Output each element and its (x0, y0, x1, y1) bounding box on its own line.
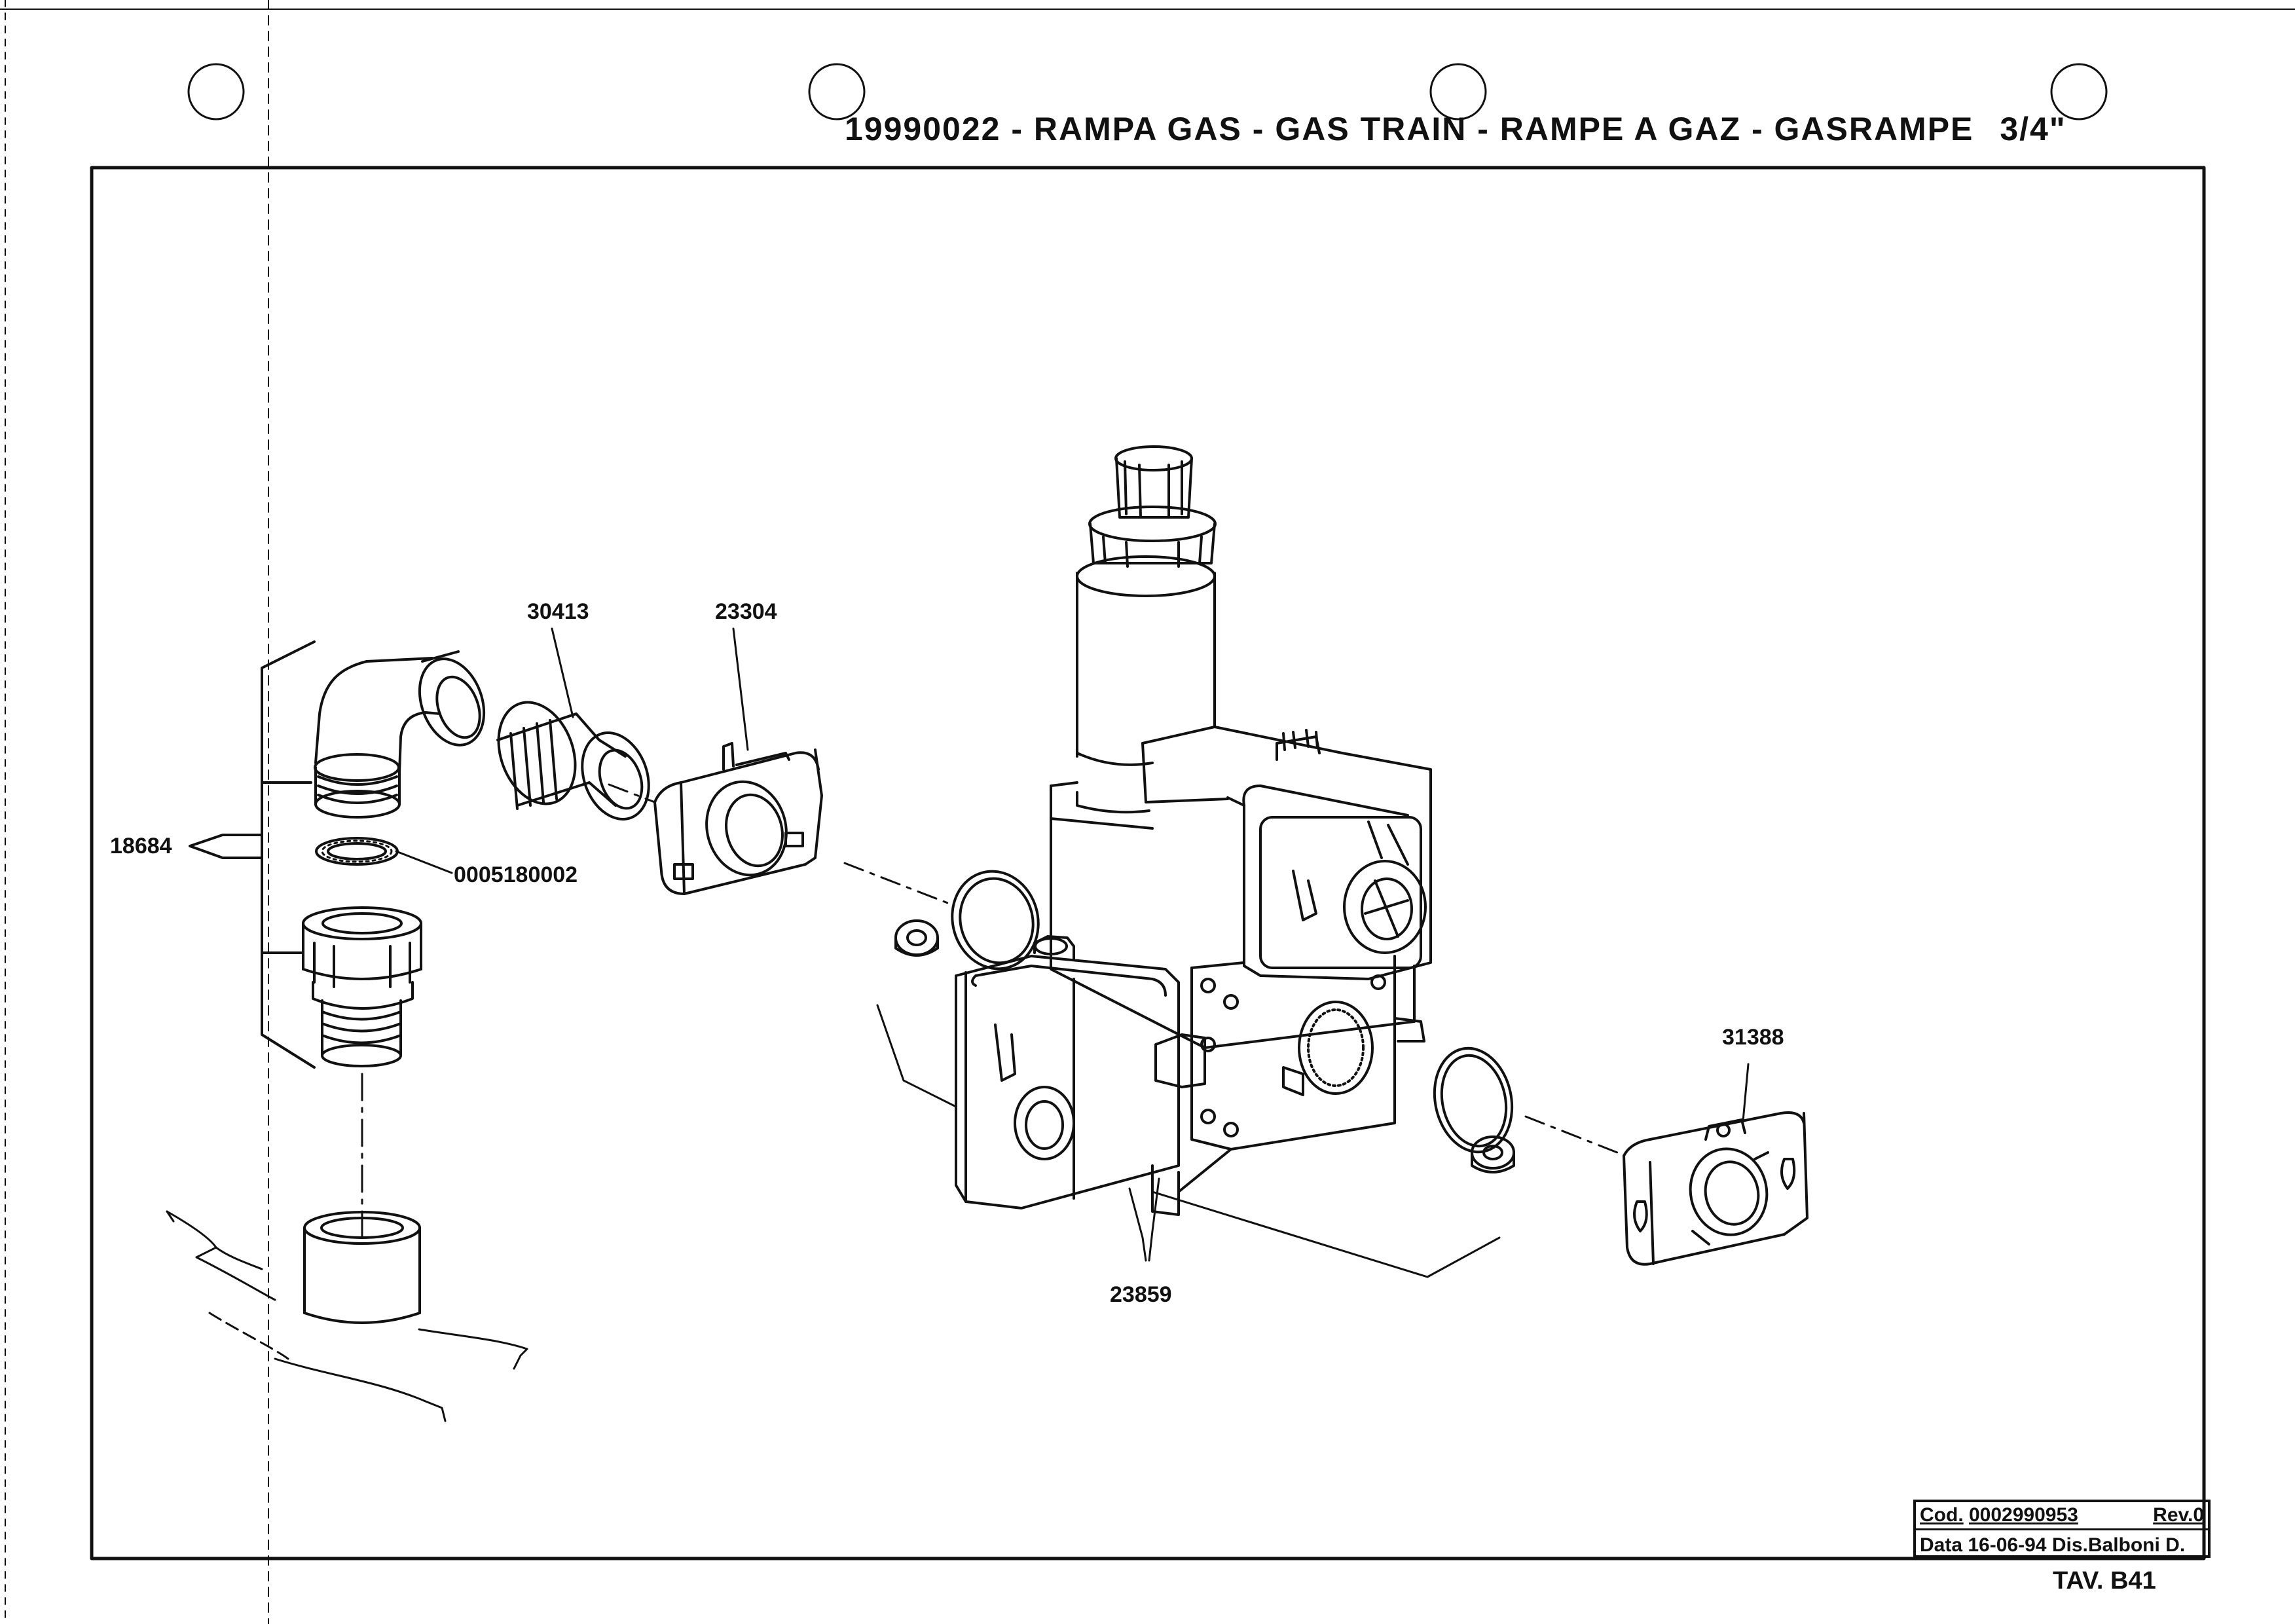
part-label-23859: 23859 (1110, 1282, 1172, 1307)
nipple-30413 (496, 701, 650, 821)
elbow-fitting (314, 650, 486, 819)
designer-name: Balboni D. (2087, 1534, 2186, 1556)
part-labels: 30413 23304 18684 0005180002 31388 23859 (110, 599, 1784, 1307)
valve-leaders (876, 1004, 1501, 1278)
flange-23304 (653, 742, 823, 895)
flange-31388 (1623, 1111, 1808, 1266)
title-block-date-row: Data 16-06-94 Dis. Balboni D. (1916, 1531, 2208, 1559)
o-ring-left (951, 870, 1040, 970)
drawing-frame (90, 166, 2206, 1560)
binder-hole-3 (1429, 63, 1487, 120)
nut-right (1471, 1135, 1515, 1173)
seal-0005180002 (315, 837, 399, 866)
drawing-date: 16-06-94 (1968, 1534, 2047, 1556)
code-label: Cod. (1920, 1504, 1964, 1526)
part-label-23304: 23304 (715, 599, 777, 624)
part-leaders (395, 627, 1750, 1122)
title-block: Cod. 0002990953 Rev.0 Data 16-06-94 Dis.… (1913, 1500, 2211, 1558)
title-block-code-row: Cod. 0002990953 Rev.0 (1916, 1502, 2208, 1530)
drawing-title-text: 19990022 - RAMPA GAS - GAS TRAIN - RAMPE… (845, 111, 1974, 147)
designer-label: Dis. (2051, 1534, 2088, 1556)
axis-flange-valve (843, 862, 951, 905)
union-fitting (302, 906, 422, 1067)
nut-left (894, 919, 939, 957)
drawing-title: 19990022 - RAMPA GAS - GAS TRAIN - RAMPE… (845, 110, 2066, 148)
code-value: 0002990953 (1969, 1504, 2078, 1526)
gas-valve-23859 (955, 445, 1432, 1216)
sheet-number: TAV. B41 (2053, 1567, 2156, 1595)
part-label-18684: 18684 (110, 834, 172, 858)
binder-hole-4 (2050, 63, 2108, 120)
axis-inlet (608, 783, 656, 803)
part-label-31388: 31388 (1722, 1025, 1784, 1050)
base-socket (303, 1211, 421, 1324)
axis-valve-outlet (1524, 1115, 1619, 1154)
pipe-size-label: 3/4" (2000, 111, 2066, 147)
binder-hole-1 (187, 63, 245, 120)
part-label-30413: 30413 (527, 599, 589, 624)
date-label: Data (1920, 1534, 1963, 1556)
mounting-base (166, 1210, 528, 1422)
binder-hole-2 (808, 63, 866, 120)
bracket-18684 (189, 640, 316, 1069)
revision: Rev.0 (2153, 1504, 2204, 1526)
part-label-0005180002: 0005180002 (454, 862, 578, 887)
